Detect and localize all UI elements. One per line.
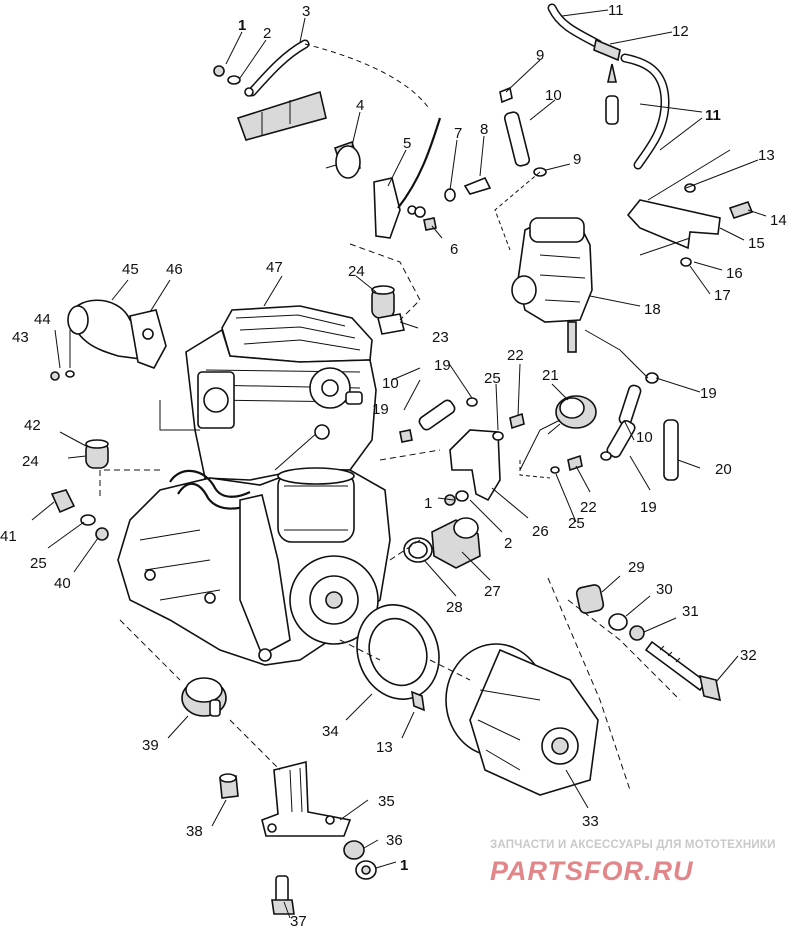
callout-26: 26 — [532, 523, 549, 540]
rubber-mount-lower — [181, 677, 227, 717]
callout-14: 14 — [770, 212, 787, 229]
callout-20: 20 — [715, 461, 732, 478]
lower-mount-bracket — [261, 760, 352, 837]
callout-33: 33 — [582, 813, 599, 830]
callout-21: 21 — [542, 367, 559, 384]
callout-42: 42 — [24, 417, 41, 434]
callout-36: 36 — [386, 832, 403, 849]
callout-25-b: 25 — [568, 515, 585, 532]
callout-16: 16 — [726, 265, 743, 282]
callout-24-left: 24 — [22, 453, 39, 470]
callout-1: 1 — [238, 17, 246, 34]
callout-12: 12 — [672, 23, 689, 40]
callout-19-b: 19 — [372, 401, 389, 418]
callout-10-right: 10 — [636, 429, 653, 446]
callout-8: 8 — [480, 121, 488, 138]
rubber-mount-right — [547, 395, 597, 435]
callout-2-mid: 2 — [504, 535, 512, 552]
callout-41: 41 — [0, 528, 17, 545]
callout-11-right: 11 — [705, 107, 721, 124]
engine-block — [117, 305, 391, 666]
upper-bracket — [373, 117, 492, 239]
callout-43: 43 — [12, 329, 29, 346]
callout-5: 5 — [403, 135, 411, 152]
lower-fasteners — [219, 773, 377, 915]
callout-19-a: 19 — [434, 357, 451, 374]
callout-3: 3 — [302, 3, 310, 20]
drain-fitting — [50, 489, 109, 541]
carburetor — [511, 217, 593, 353]
clutch-housing — [445, 643, 599, 796]
callout-11-top: 11 — [608, 2, 624, 19]
callout-15: 15 — [748, 235, 765, 252]
callout-1-lower: 1 — [400, 857, 408, 874]
callout-6: 6 — [450, 241, 458, 258]
callout-13-top: 13 — [758, 147, 775, 164]
callout-39: 39 — [142, 737, 159, 754]
callout-25-a: 25 — [484, 370, 501, 387]
callout-2: 2 — [263, 25, 271, 42]
pipe-coupler — [403, 490, 481, 569]
vent-hoses — [399, 372, 679, 481]
callout-35: 35 — [378, 793, 395, 810]
callout-37: 37 — [290, 913, 307, 929]
callout-4: 4 — [356, 97, 364, 114]
callout-10-top: 10 — [545, 87, 562, 104]
callout-25-c: 25 — [30, 555, 47, 572]
intake-boot — [50, 299, 167, 381]
callout-46: 46 — [166, 261, 183, 278]
coolant-hose-left — [85, 439, 109, 469]
callout-47: 47 — [266, 259, 283, 276]
bolt-13-lower — [411, 690, 425, 712]
callout-9-mid: 9 — [573, 151, 581, 168]
callout-13-lower: 13 — [376, 739, 393, 756]
fuel-hoses — [494, 3, 670, 251]
callout-17: 17 — [714, 287, 731, 304]
rubber-mount-upper — [325, 140, 361, 179]
callout-7: 7 — [454, 125, 462, 142]
callout-24-upper: 24 — [348, 263, 365, 280]
callout-32: 32 — [740, 647, 757, 664]
callout-34: 34 — [322, 723, 339, 740]
coolant-hose-upper — [371, 285, 405, 335]
callout-29: 29 — [628, 559, 645, 576]
battery-cable — [213, 39, 431, 141]
spacer-bolt-set — [575, 584, 722, 702]
callout-22-a: 22 — [507, 347, 524, 364]
bracket-26 — [449, 412, 583, 502]
callout-10-mid: 10 — [382, 375, 399, 392]
callout-31: 31 — [682, 603, 699, 620]
callout-9-top: 9 — [536, 47, 544, 64]
carb-bracket — [626, 149, 754, 267]
callout-45: 45 — [122, 261, 139, 278]
watermark: ЗАПЧАСТИ И АКСЕССУАРЫ ДЛЯ МОТОТЕХНИКИ PA… — [490, 839, 776, 886]
callout-44: 44 — [34, 311, 51, 328]
callout-40: 40 — [54, 575, 71, 592]
callout-19-d: 19 — [640, 499, 657, 516]
callout-27: 27 — [484, 583, 501, 600]
callout-30: 30 — [656, 581, 673, 598]
watermark-brand: PARTSFOR.RU — [490, 856, 694, 886]
callout-23: 23 — [432, 329, 449, 346]
callout-38: 38 — [186, 823, 203, 840]
callout-1-mid: 1 — [424, 495, 432, 512]
callout-22-b: 22 — [580, 499, 597, 516]
callout-19-c: 19 — [700, 385, 717, 402]
watermark-subtitle: ЗАПЧАСТИ И АКСЕССУАРЫ ДЛЯ МОТОТЕХНИКИ — [490, 839, 776, 851]
callout-28: 28 — [446, 599, 463, 616]
callout-18: 18 — [644, 301, 661, 318]
leader-lines — [31, 9, 767, 919]
